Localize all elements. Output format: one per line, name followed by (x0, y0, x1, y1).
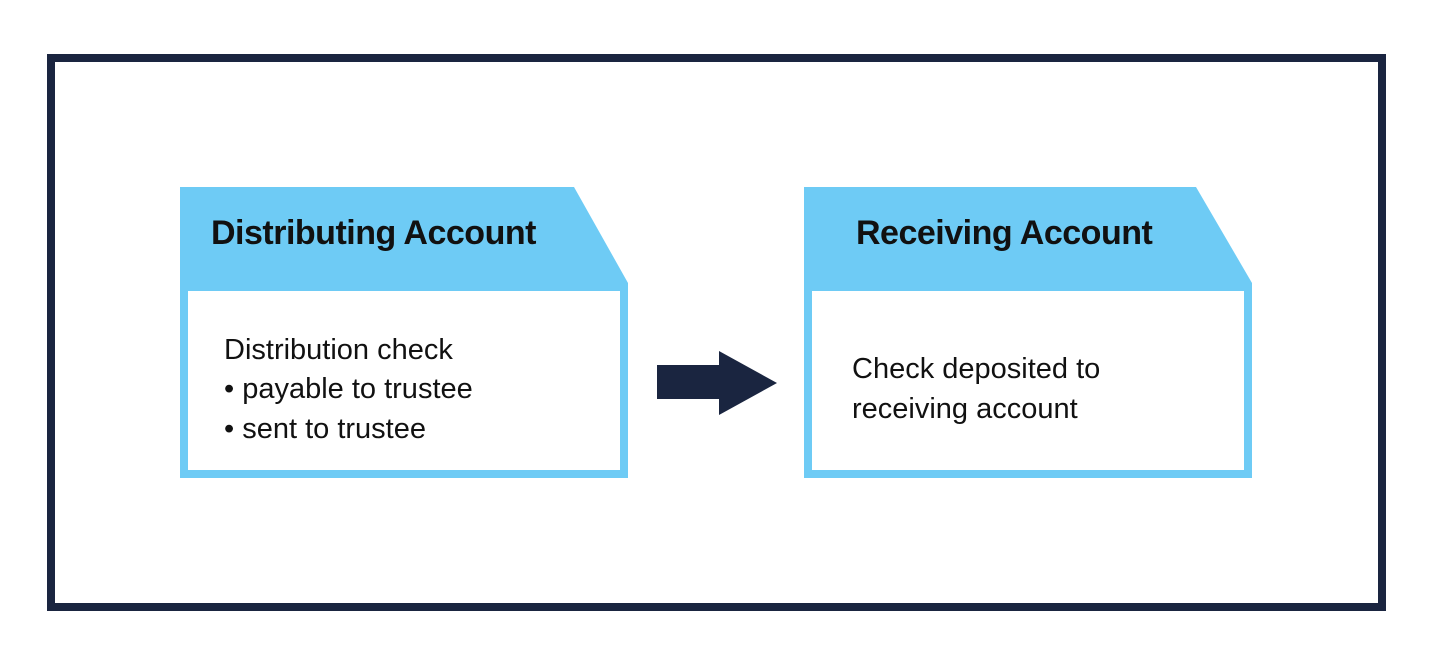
distributing-line-2: • payable to trustee (224, 373, 473, 405)
receiving-account-body: Check deposited to receiving account (804, 283, 1252, 478)
receiving-account-header (804, 187, 1252, 291)
right-arrow-icon (657, 351, 777, 415)
receiving-account-box: Receiving Account Check deposited to rec… (804, 187, 1252, 478)
distributing-account-header (180, 187, 628, 291)
diagram-frame (47, 54, 1386, 611)
receiving-line-1: Check deposited to (852, 353, 1101, 385)
distributing-line-1: Distribution check (224, 334, 453, 366)
receiving-account-title: Receiving Account (856, 214, 1153, 252)
distributing-account-title: Distributing Account (211, 214, 536, 252)
distributing-line-3: • sent to trustee (224, 413, 426, 445)
distributing-account-body: Distribution check • payable to trustee … (180, 283, 628, 478)
receiving-line-2: receiving account (852, 393, 1078, 425)
distributing-account-box: Distributing Account Distribution check … (180, 187, 628, 478)
